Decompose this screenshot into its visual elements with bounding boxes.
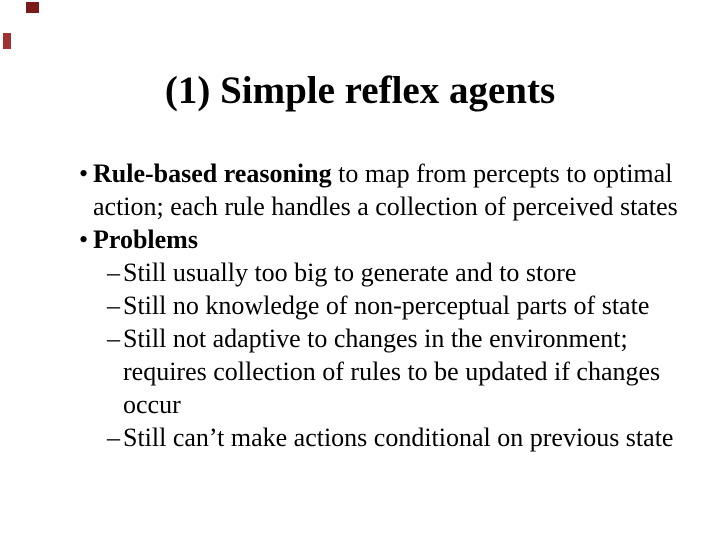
sub-bullet-item: –Still not adaptive to changes in the en…: [79, 322, 698, 421]
sub-bullet-text: Still can’t make actions conditional on …: [123, 423, 674, 452]
dash-icon: –: [107, 324, 120, 353]
sub-bullet-text: Still usually too big to generate and to…: [123, 258, 577, 287]
slide-title: (1) Simple reflex agents: [164, 69, 556, 112]
dash-icon: –: [107, 423, 120, 452]
bullet-icon: •: [79, 225, 89, 254]
bullet-item: •Rule-based reasoning to map from percep…: [79, 157, 679, 223]
dash-icon: –: [107, 291, 120, 320]
bullet-list: •Rule-based reasoning to map from percep…: [79, 157, 699, 454]
bullet-icon: •: [79, 159, 89, 188]
dash-icon: –: [107, 258, 120, 287]
bullet-lead-bold: Rule-based reasoning: [93, 159, 332, 188]
bullet-text: to map from percepts to optimal action; …: [93, 159, 678, 221]
sub-bullet-item: –Still no knowledge of non-perceptual pa…: [79, 289, 698, 322]
sub-bullet-item: –Still usually too big to generate and t…: [79, 256, 698, 289]
bullet-lead-bold: Problems: [93, 225, 198, 254]
sub-bullet-item: –Still can’t make actions conditional on…: [79, 421, 698, 454]
sub-bullet-text: Still no knowledge of non-perceptual par…: [123, 291, 650, 320]
bullet-item: •Problems: [79, 223, 679, 256]
corner-decoration-upper: [26, 2, 39, 13]
sub-bullet-text: Still not adaptive to changes in the env…: [123, 324, 661, 419]
corner-decoration-lower: [3, 33, 11, 49]
